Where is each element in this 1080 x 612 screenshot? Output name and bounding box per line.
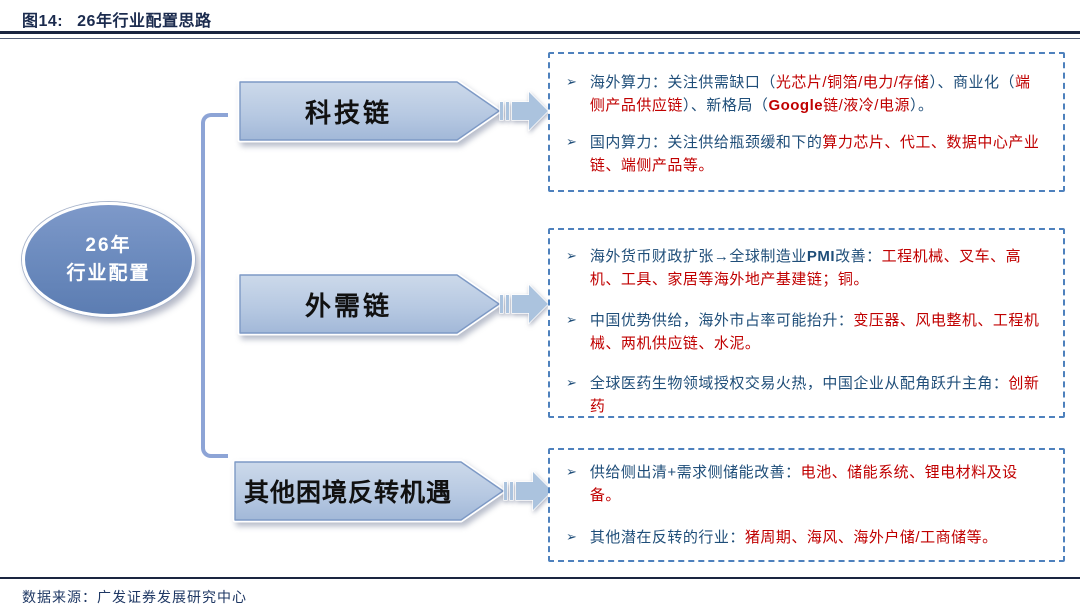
pentagon-arrow-shape <box>232 459 506 523</box>
data-source-note: 数据来源：广发证券发展研究中心 <box>22 589 247 605</box>
bullet-text: 中国优势供给，海外市占率可能抬升：变压器、风电整机、工程机械、两机供应链、水泥。 <box>589 311 1040 352</box>
branch-label-reversal: 其他困境反转机遇 <box>243 479 452 507</box>
branch-node-reversal: 其他困境反转机遇 <box>232 459 506 523</box>
bullet-text: 其他潜在反转的行业：猪周期、海风、海外户储/工商储等。 <box>589 528 998 546</box>
bullet-item: ➢ 中国优势供给，海外市占率可能抬升：变压器、风电整机、工程机械、两机供应链、水… <box>566 309 1043 356</box>
striped-arrow-icon <box>499 90 549 132</box>
bullet-item: ➢ 全球医药生物领域授权交易火热，中国企业从配角跃升主角：创新药 <box>566 372 1043 419</box>
detail-panel-tech: ➢ 海外算力：关注供需缺口（光芯片/铜箔/电力/存储）、商业化（端侧产品供应链）… <box>548 52 1065 192</box>
bullet-text: 海外算力：关注供需缺口（光芯片/铜箔/电力/存储）、商业化（端侧产品供应链）、新… <box>589 74 1031 115</box>
arrowhead-bullet-icon: ➢ <box>566 133 577 149</box>
bullet-text: 供给侧出清+需求侧储能改善：电池、储能系统、锂电材料及设备。 <box>589 464 1018 505</box>
bullet-item: ➢ 供给侧出清+需求侧储能改善：电池、储能系统、锂电材料及设备。 <box>566 461 1043 508</box>
bullet-item: ➢ 海外货币财政扩张→全球制造业PMI改善：工程机械、叉车、高机、工具、家居等海… <box>566 245 1043 292</box>
branch-label-external-demand: 外需链 <box>304 290 392 321</box>
arrowhead-bullet-icon: ➢ <box>566 375 577 390</box>
figure-label: 图14: <box>22 13 64 30</box>
figure-header: 图14: 26年行业配置思路 <box>22 7 211 31</box>
arrowhead-bullet-icon: ➢ <box>566 248 577 263</box>
bullet-text: 全球医药生物领域授权交易火热，中国企业从配角跃升主角：创新药 <box>589 375 1040 416</box>
striped-arrow-icon <box>503 470 553 512</box>
root-node-line1: 26年 <box>85 234 132 256</box>
detail-panel-external-demand: ➢ 海外货币财政扩张→全球制造业PMI改善：工程机械、叉车、高机、工具、家居等海… <box>548 228 1065 418</box>
striped-arrow-icon <box>499 283 549 325</box>
branch-node-tech: 科技链 <box>237 79 502 143</box>
bullet-text: 国内算力：关注供给瓶颈缓和下的算力芯片、代工、数据中心产业链、端侧产品等。 <box>589 133 1040 174</box>
bullet-item: ➢ 海外算力：关注供需缺口（光芯片/铜箔/电力/存储）、商业化（端侧产品供应链）… <box>566 71 1043 118</box>
root-node: 26年 行业配置 <box>22 202 195 317</box>
branch-node-external-demand: 外需链 <box>237 272 502 336</box>
detail-panel-reversal: ➢ 供给侧出清+需求侧储能改善：电池、储能系统、锂电材料及设备。 ➢ 其他潜在反… <box>548 448 1065 562</box>
footer-rule <box>0 577 1080 579</box>
arrowhead-bullet-icon: ➢ <box>566 74 577 89</box>
header-rule-thick <box>0 31 1080 34</box>
pentagon-arrow-shape <box>237 79 502 143</box>
bullet-item: ➢ 其他潜在反转的行业：猪周期、海风、海外户储/工商储等。 <box>566 526 1043 549</box>
root-node-line2: 行业配置 <box>66 262 151 284</box>
arrowhead-bullet-icon: ➢ <box>566 311 577 327</box>
bullet-text: 海外货币财政扩张→全球制造业PMI改善：工程机械、叉车、高机、工具、家居等海外地… <box>589 248 1022 289</box>
figure-title: 26年行业配置思路 <box>77 13 212 30</box>
pentagon-arrow-shape <box>237 272 502 336</box>
header-rule-thin <box>0 38 1080 39</box>
bullet-item: ➢ 国内算力：关注供给瓶颈缓和下的算力芯片、代工、数据中心产业链、端侧产品等。 <box>566 131 1043 178</box>
arrowhead-bullet-icon: ➢ <box>566 464 577 480</box>
bracket-connector <box>201 113 228 458</box>
arrowhead-bullet-icon: ➢ <box>566 528 577 544</box>
branch-label-tech: 科技链 <box>304 97 392 128</box>
